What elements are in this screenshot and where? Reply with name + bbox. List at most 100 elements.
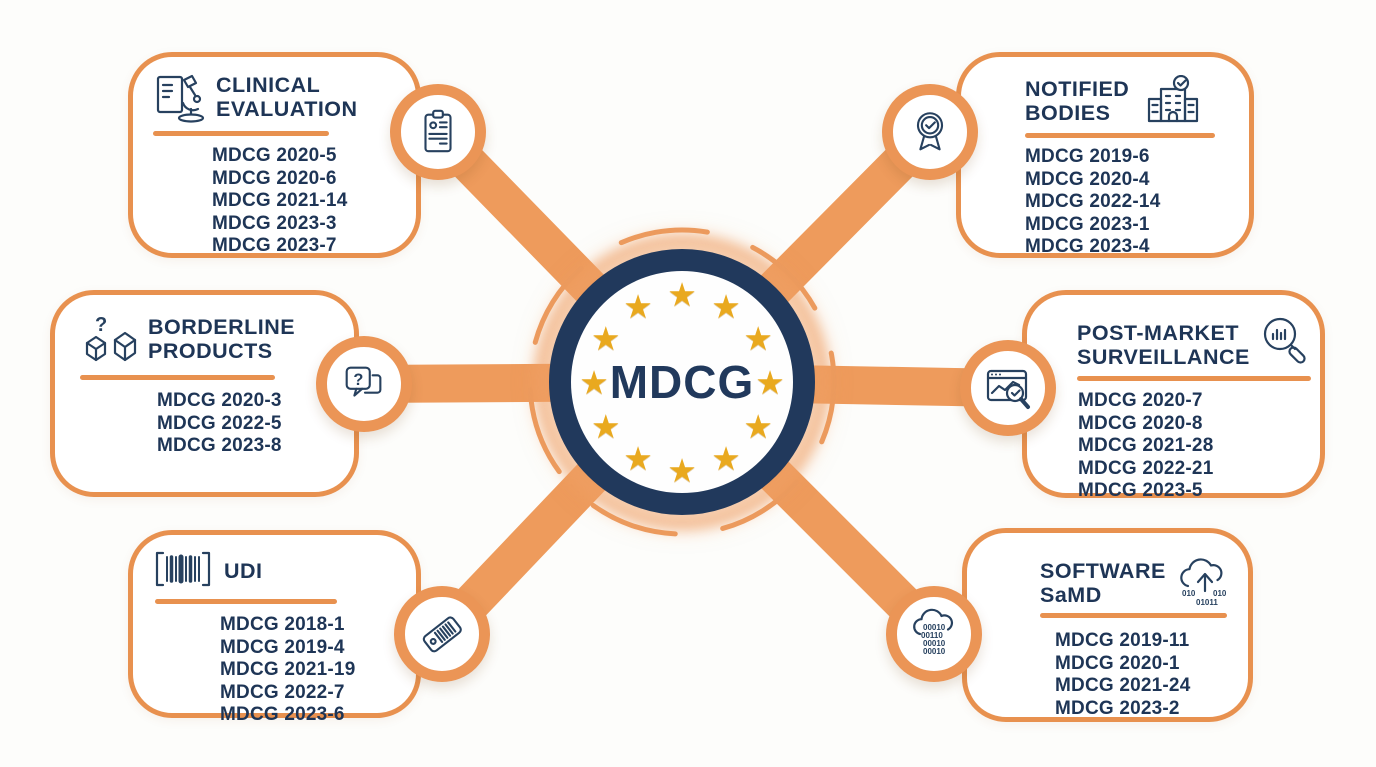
guidance-code: MDCG 2020-6 (212, 167, 337, 189)
guidance-code: MDCG 2022-5 (157, 412, 282, 434)
guidance-code: MDCG 2019-6 (1025, 146, 1150, 167)
guidance-code: MDCG 2021-28 (1078, 435, 1214, 456)
guidance-code-list: MDCG 2020-3 MDCG 2022-5 MDCG 2023-8 (157, 390, 344, 458)
title-line: UDI (224, 559, 263, 583)
hub-dashed-arc-ring (527, 227, 837, 537)
title-underline (1025, 133, 1215, 138)
clipboard-person-icon (424, 109, 452, 153)
category-title: SOFTWARE SaMD (1040, 559, 1166, 607)
award-ribbon-icon (916, 112, 944, 151)
eu-stars: ★★★★★★★★★★★★ (571, 271, 793, 493)
category-card-post-market-surveillance: POST-MARKET SURVEILLANCE MDCG 2020-7 MDC… (1022, 290, 1325, 501)
title-line: CLINICAL (216, 73, 321, 97)
eu-star-icon: ★ (590, 319, 621, 357)
guidance-code: MDCG 2022-14 (1025, 191, 1161, 212)
guidance-code: MDCG 2020-5 (212, 145, 337, 166)
svg-text:010: 010 (1213, 589, 1227, 598)
title-line: BORDERLINE (148, 315, 296, 339)
category-title: UDI (224, 549, 263, 593)
guidance-code: MDCG 2023-1 (1025, 213, 1150, 235)
node-borderline-products: ? (316, 336, 412, 432)
card-header: ? BORDERLINE PRODUCTS (80, 313, 344, 369)
guidance-code: MDCG 2022-21 (1078, 457, 1214, 479)
svg-text:00010: 00010 (923, 623, 946, 632)
title-line: BODIES (1025, 101, 1111, 125)
node-post-market-surveillance (960, 340, 1056, 436)
title-underline (1040, 613, 1227, 618)
title-line: SURVEILLANCE (1077, 345, 1250, 369)
guidance-code: MDCG 2021-24 (1055, 675, 1191, 696)
guidance-code: MDCG 2023-8 (157, 435, 282, 456)
svg-text:00010: 00010 (923, 647, 946, 656)
node-software-samd: 00010 00110 00010 00010 (886, 586, 982, 682)
eu-star-icon: ★ (755, 363, 785, 401)
eu-star-icon: ★ (579, 363, 609, 401)
title-line: EVALUATION (216, 97, 358, 121)
node-notified-bodies (882, 84, 978, 180)
title-line: POST-MARKET (1077, 321, 1239, 345)
svg-text:00010: 00010 (923, 639, 946, 648)
hub-glow-ring (534, 234, 830, 530)
title-underline (80, 375, 275, 380)
browser-chart-magnifier-icon (986, 369, 1030, 409)
svg-text:01011: 01011 (1196, 598, 1218, 607)
eu-star-icon: ★ (667, 275, 697, 313)
guidance-code: MDCG 2023-3 (212, 212, 337, 234)
card-header: POST-MARKET SURVEILLANCE (1077, 313, 1314, 369)
guidance-code: MDCG 2023-5 (1078, 480, 1203, 501)
title-line: PRODUCTS (148, 339, 273, 363)
building-check-icon (1148, 75, 1199, 123)
eu-star-icon: ★ (667, 451, 697, 489)
node-clinical-evaluation (390, 84, 486, 180)
guidance-code: MDCG 2023-4 (1025, 236, 1150, 257)
guidance-code: MDCG 2019-4 (220, 636, 345, 658)
node-udi (394, 586, 490, 682)
guidance-code: MDCG 2020-7 (1078, 390, 1203, 411)
title-line: NOTIFIED (1025, 77, 1130, 101)
guidance-code: MDCG 2023-2 (1055, 697, 1180, 719)
title-underline (155, 599, 337, 604)
guidance-code: MDCG 2021-14 (212, 190, 348, 211)
boxes-question-icon: ? (85, 314, 137, 362)
guidance-code: MDCG 2018-1 (220, 614, 345, 635)
title-underline (1077, 376, 1311, 381)
eu-star-icon: ★ (743, 319, 774, 357)
category-title: NOTIFIED BODIES (1025, 77, 1129, 125)
central-hub: ★★★★★★★★★★★★ MDCG (549, 249, 815, 515)
guidance-code: MDCG 2019-11 (1055, 630, 1190, 651)
svg-text:?: ? (95, 314, 107, 336)
guidance-code: MDCG 2020-4 (1025, 168, 1150, 190)
question-bubbles-icon: ? (345, 366, 382, 397)
eu-star-icon: ★ (623, 287, 653, 325)
category-card-notified-bodies: NOTIFIED BODIES MDCG 2019-6 MDCG 2020-4 … (956, 52, 1254, 258)
svg-text:?: ? (353, 371, 363, 389)
guidance-code-list: MDCG 2020-7 MDCG 2020-8 MDCG 2021-28 MDC… (1078, 390, 1314, 503)
svg-text:010: 010 (1182, 589, 1196, 598)
title-line: SaMD (1040, 583, 1102, 607)
guidance-code: MDCG 2023-7 (212, 235, 337, 256)
guidance-code: MDCG 2020-1 (1055, 652, 1180, 674)
card-header: NOTIFIED BODIES (1025, 73, 1241, 127)
eu-star-icon: ★ (711, 287, 741, 325)
barcode-icon (155, 551, 211, 587)
guidance-code: MDCG 2022-7 (220, 681, 345, 703)
cloud-upload-icon: 010 010 01011 (1180, 558, 1227, 607)
eu-star-icon: ★ (743, 407, 774, 445)
guidance-code-list: MDCG 2020-5 MDCG 2020-6 MDCG 2021-14 MDC… (212, 145, 404, 258)
eu-star-icon: ★ (623, 439, 653, 477)
guidance-code: MDCG 2020-3 (157, 390, 282, 411)
magnifier-chart-icon (1263, 317, 1306, 364)
guidance-code: MDCG 2021-19 (220, 659, 356, 680)
category-title: BORDERLINE PRODUCTS (148, 315, 295, 363)
guidance-code: MDCG 2023-6 (220, 704, 345, 725)
category-title: CLINICAL EVALUATION (216, 73, 358, 121)
category-card-software-samd: SOFTWARE SaMD 010 010 01011 MDCG 2019-11… (962, 528, 1253, 722)
card-header: SOFTWARE SaMD 010 010 01011 (1040, 553, 1242, 607)
category-title: POST-MARKET SURVEILLANCE (1077, 321, 1250, 369)
guidance-code-list: MDCG 2019-11 MDCG 2020-1 MDCG 2021-24 MD… (1055, 630, 1242, 720)
guidance-code-list: MDCG 2019-6 MDCG 2020-4 MDCG 2022-14 MDC… (1025, 146, 1241, 259)
card-header: CLINICAL EVALUATION (153, 73, 404, 124)
guidance-code-list: MDCG 2018-1 MDCG 2019-4 MDCG 2021-19 MDC… (220, 614, 404, 727)
title-line: SOFTWARE (1040, 559, 1166, 583)
